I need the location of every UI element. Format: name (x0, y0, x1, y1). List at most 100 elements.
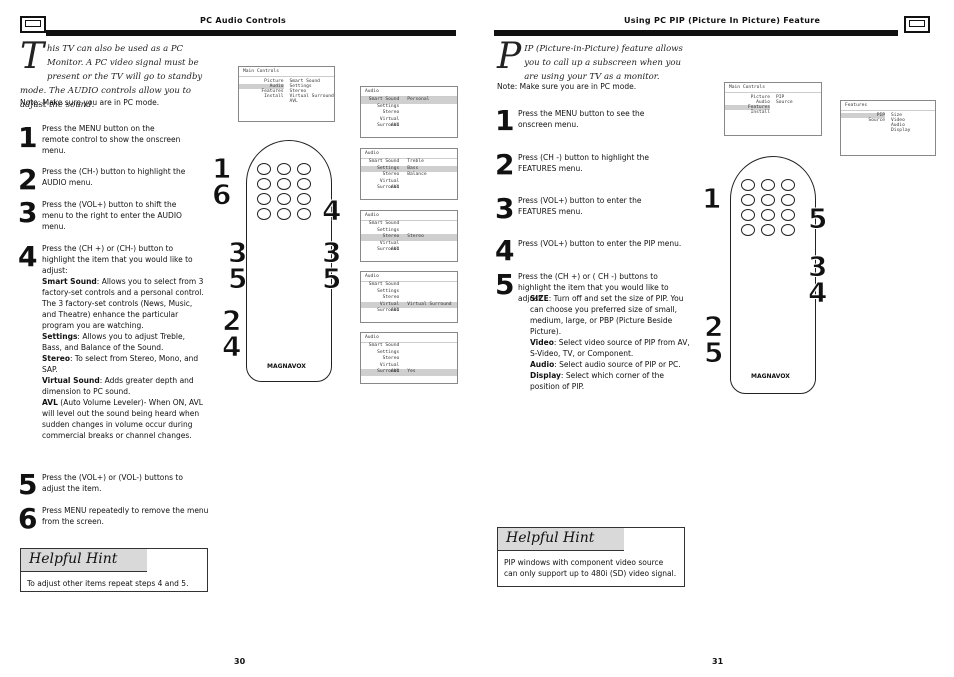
remote-button (741, 194, 755, 206)
step-text: Press the (CH +) or (CH-) button to high… (42, 244, 193, 275)
step-number: 2 (495, 148, 515, 181)
menu-item: AVL (390, 369, 400, 374)
helpful-hint-box: Helpful Hint To adjust other items repea… (20, 548, 208, 592)
menu-item: Stereo (382, 172, 400, 177)
menu-value: Virtual Surround (407, 301, 452, 307)
remote-button (741, 224, 755, 236)
menu-row: AVL (361, 247, 457, 254)
menu-item: Source (776, 100, 793, 105)
remote-button (277, 163, 291, 175)
item-virtual-sound: Virtual Sound: Adds greater depth and di… (42, 376, 194, 396)
step-number: 5 (495, 268, 515, 301)
pc-mode-note: Note: Make sure you are in PC mode. (20, 98, 160, 107)
step-text: Press the (VOL+) or (VOL-) buttons to ad… (42, 473, 183, 493)
menu-item: Source (868, 118, 885, 123)
remote-button (257, 208, 271, 220)
menu-item: Stereo (382, 234, 400, 239)
menu-row: Virtual Surround (361, 116, 457, 129)
header-bar (494, 30, 898, 36)
remote-button (761, 224, 775, 236)
remote-button (781, 194, 795, 206)
step-text: Press (CH -) button to highlight the FEA… (518, 153, 650, 173)
step-number: 1 (18, 121, 38, 154)
step-number: 3 (495, 192, 515, 225)
menu-value: Personal (407, 97, 430, 102)
tv-icon (20, 16, 46, 33)
remote-control: MAGNAVOX (730, 156, 816, 394)
remote-brand: MAGNAVOX (751, 373, 790, 380)
menu-title: Main Controls (725, 83, 821, 93)
step-text: Press the (CH +) or ( CH -) buttons to h… (518, 272, 669, 303)
menu-item: Audio (239, 84, 284, 89)
remote-button (781, 179, 795, 191)
step-callout: 5 (807, 202, 828, 235)
menu-row: Settings (361, 289, 457, 296)
step-text: Press (VOL+) button to enter the PIP men… (518, 239, 682, 248)
menu-title: Audio (361, 272, 457, 282)
step-text: Press the MENU button to see the onscree… (518, 109, 645, 129)
step-text: Press the (VOL+) button to shift the men… (42, 200, 182, 231)
menu-row: Stereo (361, 110, 457, 117)
menu-row: AVL (361, 308, 457, 315)
menu-row: Smart Sound (361, 221, 457, 228)
pc-mode-note: Note: Make sure you are in PC mode. (497, 82, 637, 91)
step-text: Press the MENU button on the remote cont… (42, 124, 181, 155)
main-controls-menu: Main Controls Picture Audio Features Ins… (724, 82, 822, 136)
menu-item: Install (264, 94, 284, 99)
remote-button (257, 178, 271, 190)
menu-item: Video (891, 118, 905, 123)
remote-button (761, 179, 775, 191)
item-smart-sound: Smart Sound: Allows you to select from 3… (42, 277, 204, 330)
menu-item: Audio (756, 100, 770, 105)
tv-icon (904, 16, 930, 33)
menu-row: Stereo (361, 356, 457, 363)
menu-value (403, 123, 457, 130)
menu-item: Features (725, 105, 770, 110)
remote-button (297, 178, 311, 190)
menu-value: Yes (407, 369, 416, 374)
intro-text: his TV can also be used as a PC Monitor.… (20, 44, 203, 110)
step-number: 1 (495, 104, 515, 137)
menu-value: Bass (407, 165, 419, 171)
menu-item: Stereo (382, 295, 400, 300)
menu-item: Picture (264, 79, 284, 84)
menu-value: Treble (407, 159, 424, 164)
item-video: Video: Select video source of PIP from A… (530, 338, 690, 358)
menu-item: Virtual Surround (377, 116, 400, 129)
menu-item: Settings (377, 349, 400, 355)
step-number: 2 (18, 163, 38, 196)
menu-item: Smart Sound (368, 282, 400, 287)
menu-item: Install (750, 110, 770, 115)
intro-text: IP (Picture-in-Picture) feature allows y… (524, 44, 683, 82)
item-settings: Settings: Allows you to adjust Treble, B… (42, 332, 185, 352)
remote-button (297, 163, 311, 175)
menu-row: Virtual Surround (361, 363, 457, 375)
step-callout: 1 (701, 182, 722, 215)
remote-button (277, 193, 291, 205)
menu-item: PIP (776, 95, 785, 100)
step-number: 4 (495, 234, 515, 267)
remote-button (277, 178, 291, 190)
remote-button (257, 163, 271, 175)
page-number: 30 (234, 657, 246, 666)
menu-title: Audio (361, 149, 457, 159)
menu-row: Smart Sound (361, 343, 457, 350)
step-number: 4 (18, 240, 38, 273)
drop-cap: T (20, 36, 45, 77)
hint-title: Helpful Hint (498, 528, 624, 551)
menu-item: Smart Sound (289, 79, 320, 84)
menu-item: Smart Sound (368, 97, 400, 102)
step-callout: 4 (321, 194, 342, 227)
